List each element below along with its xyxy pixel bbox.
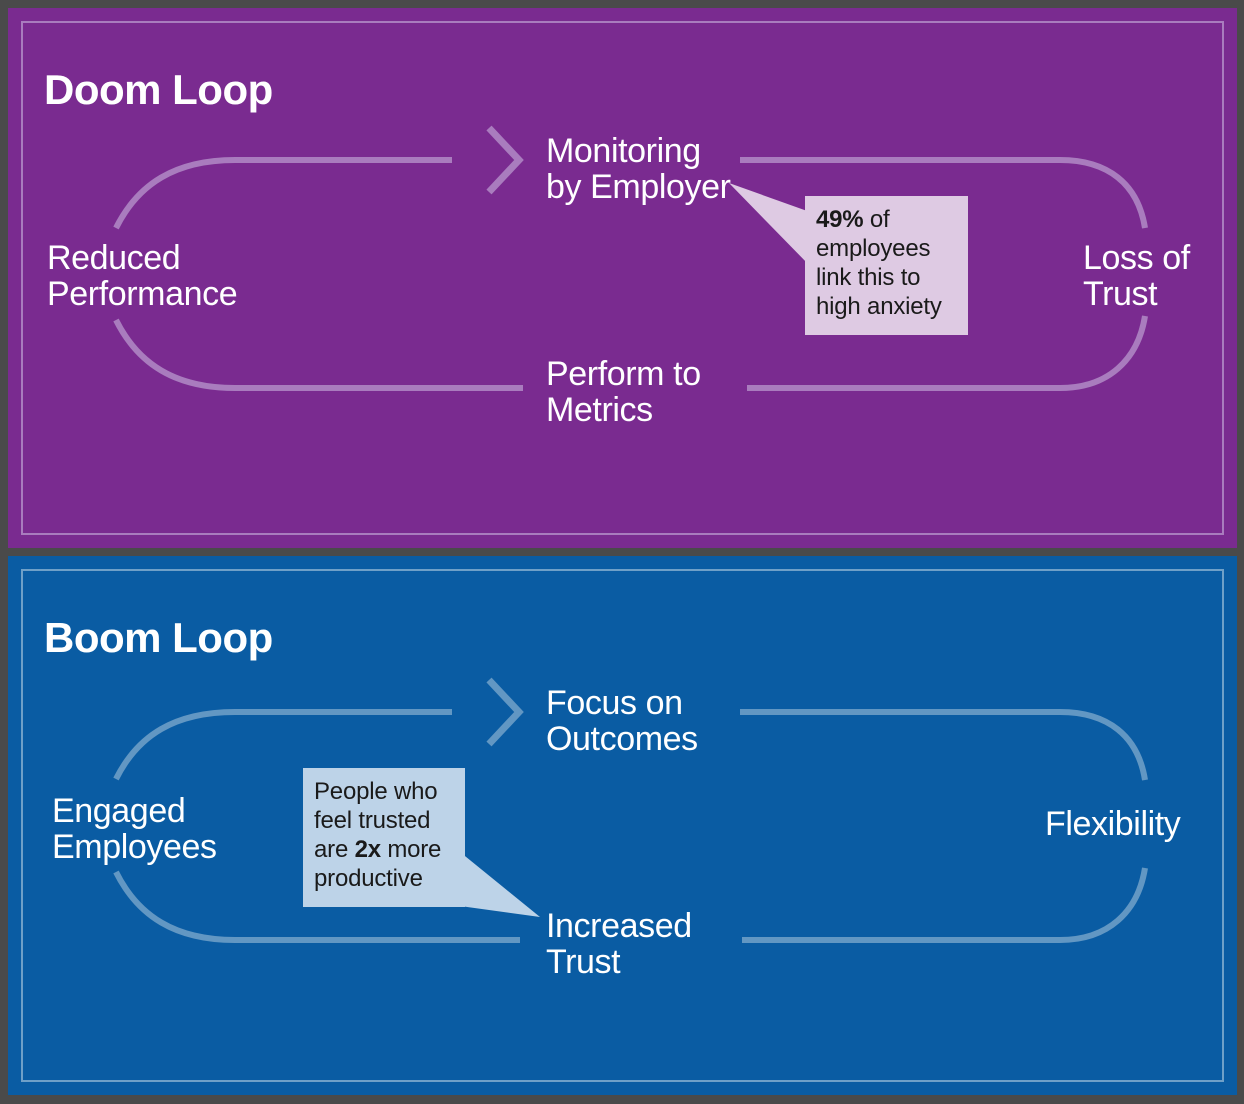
- boom-title: Boom Loop: [44, 614, 273, 662]
- boom-arc-left-to-top: [113, 709, 452, 781]
- doom-callout-line2: employees: [816, 235, 931, 262]
- doom-callout-line4: high anxiety: [816, 293, 942, 320]
- boom-node-increased-trust: Increased Trust: [546, 908, 692, 980]
- doom-node-reduced-line1: Reduced: [47, 239, 181, 277]
- boom-node-engaged-line1: Engaged: [52, 792, 186, 830]
- boom-arc-bottom-to-left: [113, 870, 520, 943]
- doom-arc-top-to-right: [740, 157, 1148, 229]
- doom-arrow-right-icon: [486, 125, 524, 195]
- boom-node-engaged-line2: Employees: [52, 828, 217, 866]
- doom-callout-line1: 49% of: [816, 205, 957, 234]
- boom-node-focus-line1: Focus on: [546, 684, 683, 722]
- doom-node-monitoring-line1: Monitoring: [546, 132, 701, 170]
- boom-callout-line2: feel trusted: [314, 807, 431, 834]
- doom-node-loss-line1: Loss of: [1083, 239, 1190, 277]
- doom-node-perform-to-metrics: Perform to Metrics: [546, 356, 701, 428]
- doom-node-reduced-performance: Reduced Performance: [47, 239, 238, 313]
- doom-title: Doom Loop: [44, 66, 273, 114]
- boom-callout-line1: People who: [314, 778, 438, 805]
- doom-node-loss-line2: Trust: [1083, 275, 1158, 313]
- doom-callout-box: 49% of employees link this to high anxie…: [805, 196, 968, 335]
- boom-node-flexibility: Flexibility: [1045, 805, 1181, 843]
- doom-arc-left-to-top: [113, 157, 452, 230]
- boom-callout-line4: productive: [314, 865, 423, 892]
- boom-callout-stat: 2x: [354, 836, 381, 863]
- boom-panel: Boom Loop Focus on Outcomes Engaged Empl…: [8, 556, 1237, 1095]
- doom-callout-tail: [729, 183, 810, 266]
- boom-node-flexibility-line1: Flexibility: [1045, 805, 1181, 843]
- boom-arc-top-to-right: [740, 709, 1148, 781]
- boom-node-focus-line2: Outcomes: [546, 720, 698, 758]
- boom-arc-right-to-bottom: [742, 867, 1148, 943]
- doom-panel: Doom Loop Monitoring by Employer Reduced…: [8, 8, 1237, 548]
- boom-node-focus-on-outcomes: Focus on Outcomes: [546, 685, 698, 757]
- boom-callout-line3: are 2x more: [314, 835, 454, 864]
- doom-node-reduced-line2: Performance: [47, 275, 238, 313]
- doom-node-loss-of-trust: Loss of Trust: [1083, 240, 1190, 312]
- doom-node-perform-line1: Perform to: [546, 355, 701, 393]
- boom-node-engaged-employees: Engaged Employees: [52, 793, 217, 865]
- boom-callout-line3-post: more: [380, 836, 442, 863]
- doom-callout-line1-rest: of: [863, 206, 890, 233]
- doom-node-perform-line2: Metrics: [546, 391, 653, 429]
- boom-node-increased-line2: Trust: [546, 943, 621, 981]
- boom-callout-line3-pre: are: [314, 836, 355, 863]
- doom-node-monitoring-line2: by Employer: [546, 168, 731, 206]
- doom-callout-line3: link this to: [816, 264, 921, 291]
- boom-callout-box: People who feel trusted are 2x more prod…: [303, 768, 465, 907]
- boom-node-increased-line1: Increased: [546, 907, 692, 945]
- doom-arc-right-to-bottom: [747, 315, 1148, 391]
- doom-callout-stat: 49%: [816, 206, 864, 233]
- doom-node-monitoring: Monitoring by Employer: [546, 133, 731, 205]
- boom-arrow-right-icon: [486, 677, 524, 747]
- doom-arc-bottom-to-left: [113, 318, 523, 391]
- boom-callout-tail: [460, 852, 540, 917]
